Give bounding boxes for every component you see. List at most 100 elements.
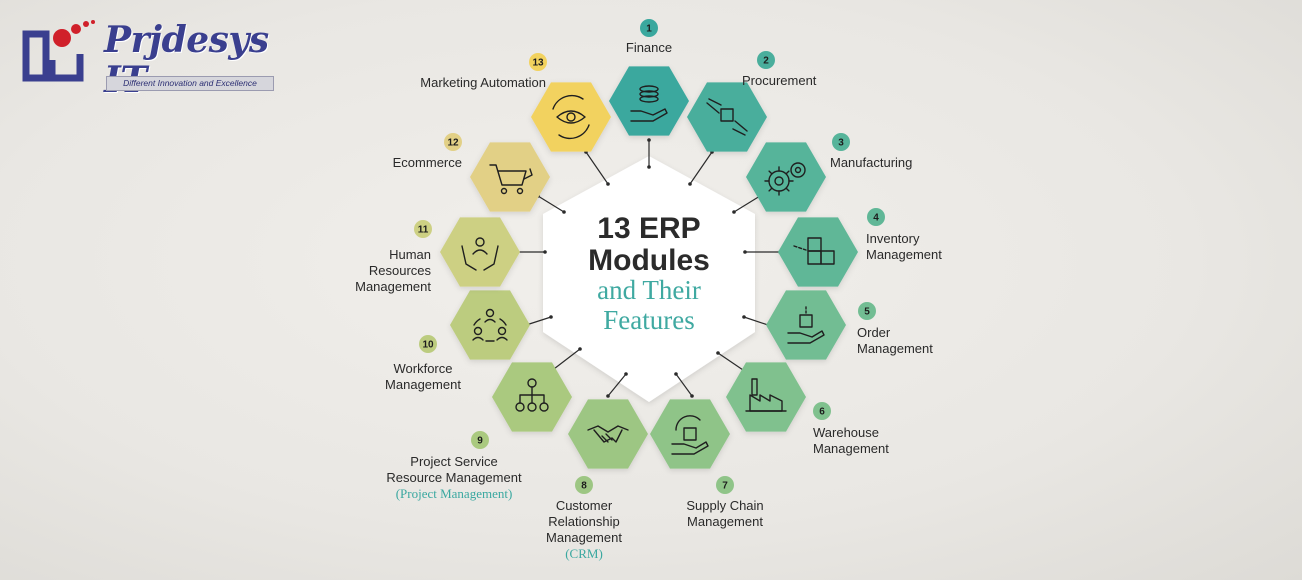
connector-dot	[647, 138, 651, 142]
module-number: 8	[581, 481, 587, 492]
module-number-badge: 4	[867, 208, 885, 226]
module-number-badge: 12	[444, 133, 462, 151]
module-label: Order	[857, 325, 891, 340]
module-number-badge: 8	[575, 476, 593, 494]
module-label: Finance	[626, 40, 672, 55]
module-label: Management	[546, 530, 622, 545]
module-number-badge: 9	[471, 431, 489, 449]
module-hexagon-human-resources-management	[440, 217, 520, 287]
connector-line	[537, 195, 565, 213]
gears-icon	[764, 162, 806, 196]
module-number: 5	[864, 307, 870, 318]
coins-hand-icon	[630, 85, 668, 122]
module-label: Warehouse	[813, 425, 879, 440]
eye-cycle-icon	[552, 94, 590, 140]
connector-dot	[688, 182, 692, 186]
module-hexagon-supply-chain-management	[650, 399, 730, 469]
module-number: 13	[532, 58, 544, 69]
module-label: Supply Chain	[686, 498, 763, 513]
module-number-badge: 10	[419, 335, 437, 353]
module-label: Human	[389, 247, 431, 262]
module-label: Management	[385, 377, 461, 392]
connector-dot	[716, 351, 720, 355]
module-label: Management	[813, 441, 889, 456]
module-number-badge: 13	[529, 53, 547, 71]
connector-dot	[732, 210, 736, 214]
module-label: Procurement	[742, 73, 817, 88]
connector-dot	[690, 394, 694, 398]
module-number-badge: 6	[813, 402, 831, 420]
module-label: Workforce	[394, 361, 453, 376]
center-subtitle-line2: Features	[603, 305, 694, 335]
module-label: Management	[857, 341, 933, 356]
center-title-line1: 13 ERP	[597, 212, 700, 245]
connector-dot	[549, 315, 553, 319]
hierarchy-icon	[515, 378, 549, 412]
module-label: Customer	[556, 498, 613, 513]
module-number: 2	[763, 56, 769, 67]
handshake-icon	[587, 425, 629, 443]
connector-dot	[743, 250, 747, 254]
connector-dot	[578, 347, 582, 351]
module-hexagon-procurement	[687, 82, 767, 152]
module-hexagon-finance	[609, 66, 689, 136]
connector-line	[733, 195, 761, 213]
module-sublabel: (Project Management)	[396, 486, 513, 501]
module-hexagon-workforce-management	[450, 290, 530, 360]
module-hexagon-customer-relationship-management	[568, 399, 648, 469]
module-hexagon-warehouse-management	[726, 362, 806, 432]
module-label: Ecommerce	[393, 155, 462, 170]
logo-mark-icon	[22, 20, 95, 82]
module-number-badge: 11	[414, 220, 432, 238]
connector-dot	[606, 394, 610, 398]
module-hexagon-manufacturing	[746, 142, 826, 212]
module-hexagon-order-management	[766, 290, 846, 360]
brand-logo: Prjdesys IT Different Innovation and Exc…	[22, 16, 274, 100]
module-label: Management	[866, 247, 942, 262]
connector-line	[585, 151, 609, 185]
connector-line	[689, 151, 713, 185]
module-number: 6	[819, 407, 825, 418]
person-hands-icon	[461, 237, 499, 271]
module-number-badge: 7	[716, 476, 734, 494]
module-number-badge: 2	[757, 51, 775, 69]
module-label: Management	[687, 514, 763, 529]
module-hexagon-inventory-management	[778, 217, 858, 287]
module-label: Manufacturing	[830, 155, 912, 170]
module-number: 4	[873, 213, 879, 224]
connector-dot	[647, 165, 651, 169]
module-label: Marketing Automation	[420, 75, 546, 90]
box-cycle-icon	[671, 415, 709, 455]
module-label: Inventory	[866, 231, 920, 246]
connector-line	[607, 373, 627, 397]
center-title-line2: Modules	[588, 244, 710, 277]
module-number-badge: 3	[832, 133, 850, 151]
box-hands-icon	[706, 98, 748, 136]
module-hexagon-marketing-automation	[531, 82, 611, 152]
module-number: 3	[838, 138, 844, 149]
module-label: Project Service	[410, 454, 497, 469]
connector-dot	[674, 372, 678, 376]
connector-dot	[624, 372, 628, 376]
center-hexagon	[543, 156, 755, 402]
connector-dot	[562, 210, 566, 214]
connector-dot	[742, 315, 746, 319]
module-hexagon-project-service-resource-management	[492, 362, 572, 432]
cart-icon	[489, 164, 533, 195]
module-number-badge: 1	[640, 19, 658, 37]
module-number: 9	[477, 436, 483, 447]
module-number: 1	[646, 24, 652, 35]
people-cycle-icon	[472, 308, 508, 342]
module-number: 12	[447, 138, 459, 149]
brand-tagline: Different Innovation and Excellence	[106, 76, 274, 91]
module-label: Relationship	[548, 514, 620, 529]
module-hexagons	[440, 66, 858, 469]
box-hand-icon	[787, 306, 825, 344]
module-sublabel: (CRM)	[565, 546, 603, 561]
module-number-badge: 5	[858, 302, 876, 320]
module-label: Management	[355, 279, 431, 294]
module-number: 7	[722, 481, 728, 492]
connector-line	[675, 373, 693, 397]
module-label: Resource Management	[386, 470, 522, 485]
